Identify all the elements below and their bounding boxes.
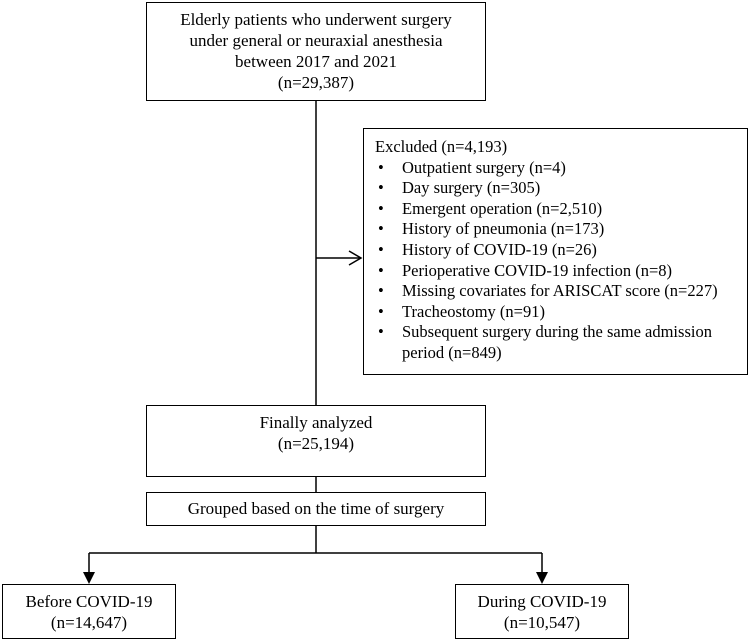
analyzed-label: Finally analyzed bbox=[259, 413, 373, 432]
excluded-title: Excluded (n=4,193) bbox=[375, 137, 508, 156]
during-label: During COVID-19 bbox=[477, 592, 607, 611]
right-arrow-head bbox=[536, 572, 548, 584]
before-count: (n=14,647) bbox=[50, 613, 128, 632]
eligible-line-2: under general or neuraxial anesthesia bbox=[189, 31, 443, 50]
left-arrow-head bbox=[83, 572, 95, 584]
grouped-box: Grouped based on the time of surgery bbox=[146, 492, 486, 526]
exclusion-arrow-head bbox=[348, 250, 363, 266]
during-count: (n=10,547) bbox=[503, 613, 581, 632]
exclusion-item: •Day surgery (n=305) bbox=[378, 178, 541, 198]
bullet-icon: • bbox=[378, 260, 384, 280]
exclusion-item: •Outpatient surgery (n=4) bbox=[378, 157, 566, 177]
bullet-icon: • bbox=[378, 157, 384, 177]
bullet-icon: • bbox=[378, 239, 384, 259]
grouped-label: Grouped based on the time of surgery bbox=[187, 499, 445, 518]
bullet-icon: • bbox=[378, 178, 384, 198]
eligible-patients-box: Elderly patients who underwent surgery u… bbox=[146, 2, 486, 101]
finally-analyzed-box: Finally analyzed (n=25,194) bbox=[146, 405, 486, 477]
exclusion-item: •Tracheostomy (n=91) bbox=[378, 301, 545, 321]
analyzed-count: (n=25,194) bbox=[277, 434, 355, 453]
exclusion-item: •History of pneumonia (n=173) bbox=[378, 219, 605, 239]
bullet-icon: • bbox=[378, 198, 384, 218]
excluded-box: Excluded (n=4,193) •Outpatient surgery (… bbox=[363, 128, 748, 375]
exclusion-item: •Emergent operation (n=2,510) bbox=[378, 198, 603, 218]
before-covid-box: Before COVID-19 (n=14,647) bbox=[2, 584, 176, 639]
bullet-icon: • bbox=[378, 219, 384, 239]
eligible-line-1: Elderly patients who underwent surgery bbox=[180, 10, 452, 29]
during-covid-box: During COVID-19 (n=10,547) bbox=[455, 584, 629, 639]
bullet-icon: • bbox=[378, 281, 384, 301]
bullet-icon: • bbox=[378, 322, 384, 342]
before-label: Before COVID-19 bbox=[25, 592, 153, 611]
exclusion-item: •Perioperative COVID-19 infection (n=8) bbox=[378, 260, 673, 280]
exclusion-list: •Outpatient surgery (n=4) •Day surgery (… bbox=[375, 158, 747, 364]
eligible-count: (n=29,387) bbox=[277, 73, 355, 92]
bullet-icon: • bbox=[378, 301, 384, 321]
exclusion-item: •History of COVID-19 (n=26) bbox=[378, 239, 597, 259]
exclusion-item: •Missing covariates for ARISCAT score (n… bbox=[378, 281, 718, 301]
exclusion-item: •Subsequent surgery during the same admi… bbox=[378, 322, 712, 362]
eligible-line-3: between 2017 and 2021 bbox=[235, 52, 397, 71]
